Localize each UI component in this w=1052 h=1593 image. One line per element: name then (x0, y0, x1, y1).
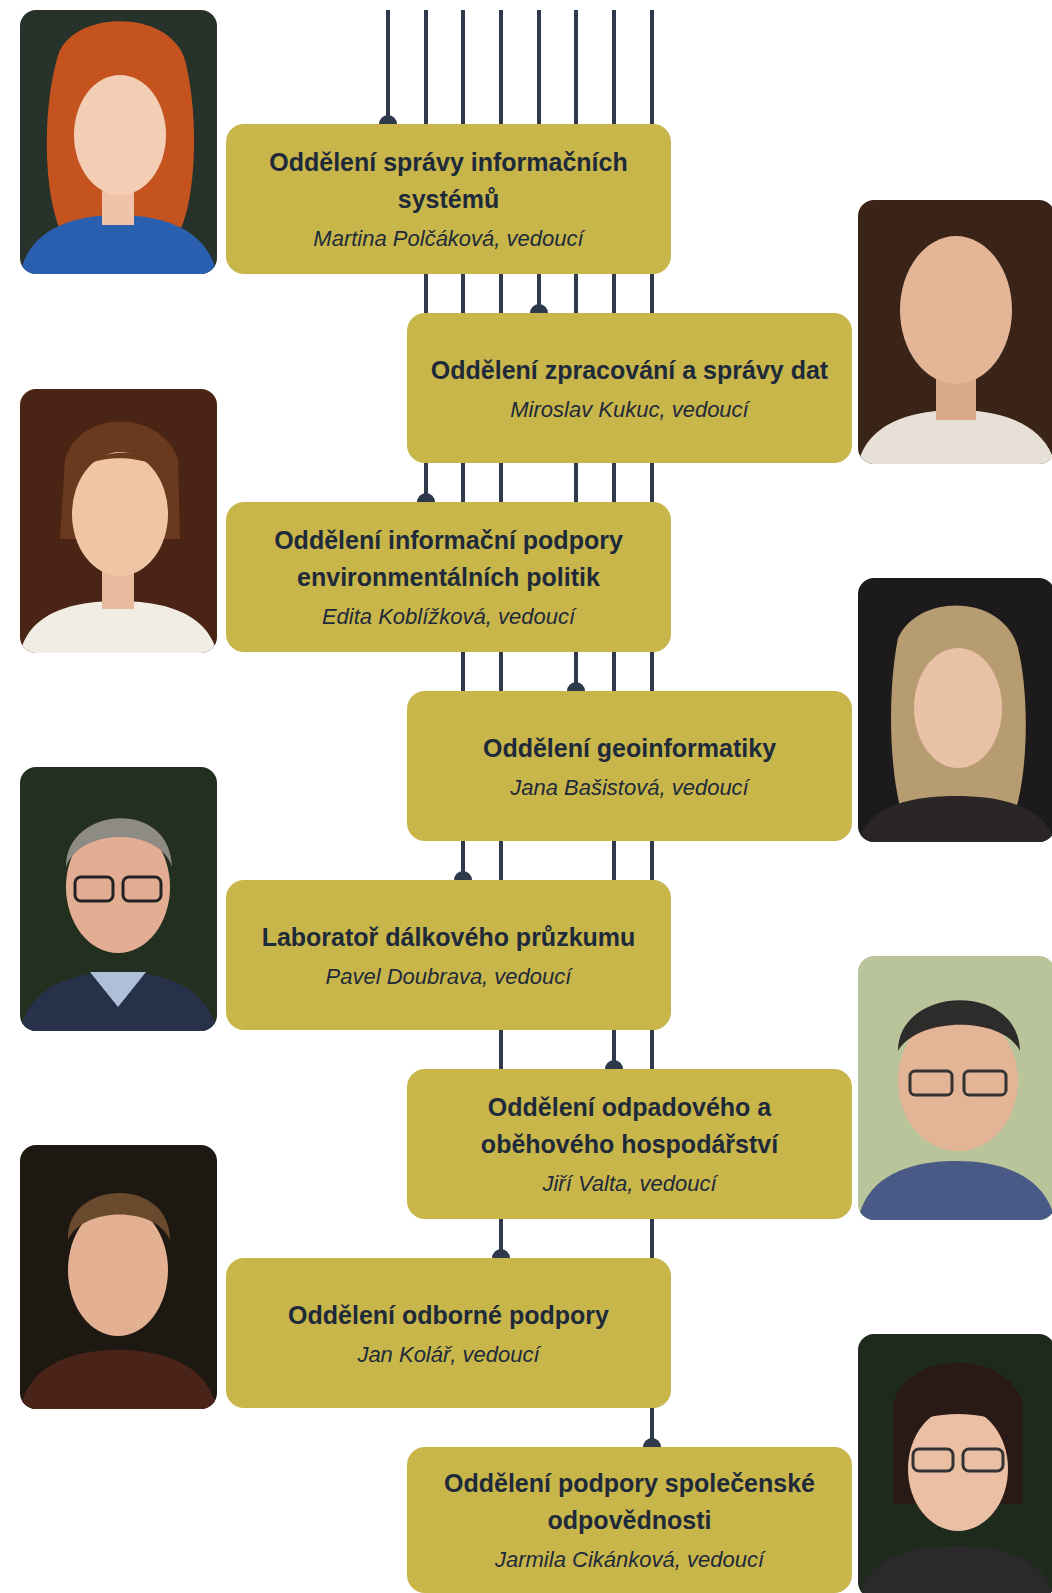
glasses (963, 1449, 1003, 1471)
portrait-photo (20, 10, 217, 274)
head-name: Jiří Valta, vedoucí (542, 1170, 716, 1199)
department-name: Oddělení zpracování a správy dat (431, 352, 828, 388)
portrait-photo (20, 767, 217, 1031)
shoulders (20, 1350, 217, 1409)
shoulders (858, 796, 1052, 842)
face (900, 236, 1012, 384)
department-name: Oddělení informační podpory environmentá… (242, 522, 655, 595)
photo-ground (858, 956, 1052, 1220)
portrait-photo (20, 1145, 217, 1409)
face (74, 75, 166, 195)
department-box: Oddělení odborné podporyJan Kolář, vedou… (226, 1258, 671, 1408)
head-name: Miroslav Kukuc, vedoucí (510, 396, 748, 425)
photo-ground (858, 578, 1052, 842)
trunk-line (386, 10, 390, 124)
department-name: Oddělení odpadového a oběhového hospodář… (423, 1089, 836, 1162)
portrait-photo (858, 200, 1052, 464)
hair (66, 818, 172, 867)
department-box: Oddělení zpracování a správy datMiroslav… (407, 313, 852, 463)
department-name: Oddělení správy informačních systémů (242, 144, 655, 217)
portrait-photo (858, 578, 1052, 842)
face (908, 1407, 1008, 1531)
photo-ground (20, 1145, 217, 1409)
shoulders (858, 1546, 1052, 1593)
glasses (913, 1449, 953, 1471)
face (68, 1204, 168, 1336)
department-name: Oddělení podpory společenské odpovědnost… (423, 1465, 836, 1538)
glasses (910, 1071, 952, 1095)
department-box: Oddělení odpadového a oběhového hospodář… (407, 1069, 852, 1219)
photo-ground (20, 767, 217, 1031)
head-name: Martina Polčáková, vedoucí (313, 225, 583, 254)
hair (903, 1395, 1013, 1429)
hair (68, 1193, 170, 1240)
head-name: Jan Kolář, vedoucí (357, 1341, 539, 1370)
hair (891, 605, 1026, 818)
portrait-clip (858, 1334, 1052, 1593)
portrait-clip (20, 767, 217, 1031)
photo-ground (858, 1334, 1052, 1593)
department-box: Laboratoř dálkového průzkumuPavel Doubra… (226, 880, 671, 1030)
glasses (123, 877, 161, 901)
department-name: Oddělení odborné podpory (288, 1297, 609, 1333)
head-name: Pavel Doubrava, vedoucí (326, 963, 572, 992)
hair (898, 1000, 1020, 1051)
department-box: Oddělení správy informačních systémůMart… (226, 124, 671, 274)
portrait-clip (858, 578, 1052, 842)
department-box: Oddělení podpory společenské odpovědnost… (407, 1447, 852, 1593)
portrait-photo (858, 956, 1052, 1220)
department-box: Oddělení geoinformatikyJana Bašistová, v… (407, 691, 852, 841)
department-name: Oddělení geoinformatiky (483, 730, 776, 766)
portrait-photo (858, 1334, 1052, 1593)
shoulders (20, 972, 217, 1031)
head-name: Jana Bašistová, vedoucí (510, 774, 748, 803)
photo-ground (20, 10, 217, 274)
portrait-clip (20, 10, 217, 274)
department-box: Oddělení informační podpory environmentá… (226, 502, 671, 652)
head-name: Jarmila Cikánková, vedoucí (495, 1546, 764, 1575)
head-name: Edita Koblížková, vedoucí (322, 603, 575, 632)
face (914, 648, 1002, 768)
photo-ground (20, 389, 217, 653)
hair (47, 21, 194, 230)
portrait-photo (20, 389, 217, 653)
portrait-clip (20, 1145, 217, 1409)
glasses (964, 1071, 1006, 1095)
collar (90, 972, 146, 1007)
portrait-clip (858, 200, 1052, 464)
portrait-clip (858, 956, 1052, 1220)
glasses (75, 877, 113, 901)
shoulders (858, 1161, 1052, 1220)
portrait-clip (20, 389, 217, 653)
hair (72, 453, 170, 479)
face (72, 452, 168, 576)
photo-ground (858, 200, 1052, 464)
department-name: Laboratoř dálkového průzkumu (262, 919, 636, 955)
